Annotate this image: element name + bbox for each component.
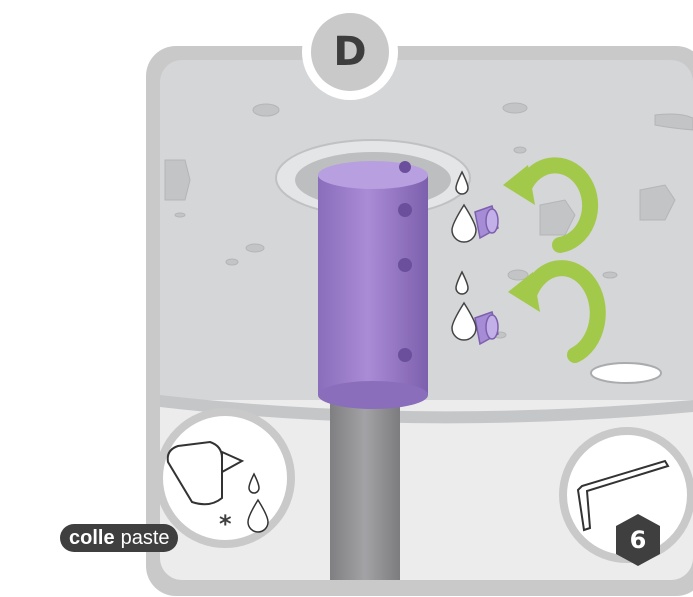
glue-asterisk: *	[219, 510, 232, 538]
quantity-badge: 6	[613, 512, 663, 568]
glue-label-en: paste	[121, 527, 170, 550]
purple-sleeve	[318, 161, 428, 409]
step-badge: D	[302, 4, 398, 100]
quantity-number: 6	[613, 512, 663, 568]
metal-pole	[330, 398, 400, 580]
glue-label-fr: colle	[69, 527, 115, 550]
glue-label: colle paste	[60, 524, 178, 552]
plate-hole	[591, 363, 661, 383]
step-letter: D	[333, 32, 366, 72]
